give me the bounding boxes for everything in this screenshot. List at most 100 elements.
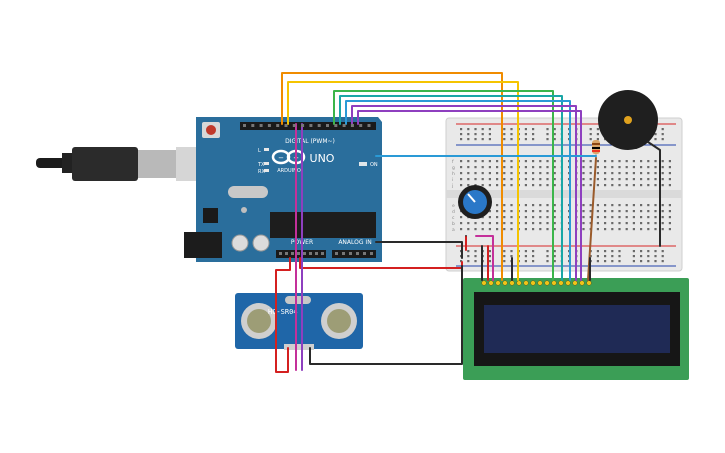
breadboard-hole[interactable] — [488, 166, 491, 169]
breadboard-hole[interactable] — [654, 178, 657, 181]
lcd-pin[interactable] — [481, 280, 487, 286]
breadboard-hole[interactable] — [589, 210, 592, 213]
breadboard-hole[interactable] — [532, 133, 535, 136]
potentiometer[interactable] — [458, 185, 492, 219]
breadboard-hole[interactable] — [654, 255, 657, 258]
digital-pin[interactable] — [367, 124, 371, 127]
breadboard-hole[interactable] — [654, 222, 657, 225]
breadboard-hole[interactable] — [481, 184, 484, 187]
breadboard-hole[interactable] — [661, 222, 664, 225]
breadboard-hole[interactable] — [510, 166, 513, 169]
breadboard-hole[interactable] — [467, 178, 470, 181]
breadboard-hole[interactable] — [661, 260, 664, 263]
breadboard-hole[interactable] — [510, 184, 513, 187]
breadboard-hole[interactable] — [481, 166, 484, 169]
breadboard-hole[interactable] — [625, 216, 628, 219]
breadboard-hole[interactable] — [604, 166, 607, 169]
breadboard-hole[interactable] — [618, 178, 621, 181]
breadboard-hole[interactable] — [668, 204, 671, 207]
breadboard-hole[interactable] — [654, 216, 657, 219]
breadboard-hole[interactable] — [532, 160, 535, 163]
breadboard-hole[interactable] — [596, 255, 599, 258]
breadboard-hole[interactable] — [596, 172, 599, 175]
breadboard-hole[interactable] — [625, 184, 628, 187]
breadboard-hole[interactable] — [467, 133, 470, 136]
power-pin[interactable] — [291, 252, 294, 255]
breadboard-hole[interactable] — [589, 128, 592, 131]
lcd-pin[interactable] — [530, 280, 536, 286]
breadboard-hole[interactable] — [553, 228, 556, 231]
breadboard-hole[interactable] — [589, 184, 592, 187]
breadboard-hole[interactable] — [553, 172, 556, 175]
digital-pin[interactable] — [292, 124, 296, 127]
breadboard-hole[interactable] — [460, 160, 463, 163]
breadboard-hole[interactable] — [668, 160, 671, 163]
breadboard-hole[interactable] — [596, 260, 599, 263]
breadboard-hole[interactable] — [539, 204, 542, 207]
lcd-pin[interactable] — [544, 280, 550, 286]
breadboard-hole[interactable] — [460, 222, 463, 225]
breadboard-hole[interactable] — [524, 178, 527, 181]
breadboard-hole[interactable] — [661, 133, 664, 136]
breadboard-hole[interactable] — [532, 260, 535, 263]
breadboard-hole[interactable] — [582, 178, 585, 181]
breadboard-hole[interactable] — [467, 260, 470, 263]
breadboard-hole[interactable] — [618, 260, 621, 263]
breadboard-hole[interactable] — [596, 166, 599, 169]
breadboard-hole[interactable] — [596, 216, 599, 219]
breadboard-hole[interactable] — [647, 160, 650, 163]
breadboard-hole[interactable] — [589, 160, 592, 163]
breadboard-hole[interactable] — [503, 250, 506, 253]
breadboard-hole[interactable] — [654, 138, 657, 141]
breadboard-hole[interactable] — [553, 216, 556, 219]
breadboard-hole[interactable] — [618, 204, 621, 207]
breadboard-hole[interactable] — [524, 204, 527, 207]
breadboard-hole[interactable] — [496, 172, 499, 175]
breadboard-hole[interactable] — [553, 250, 556, 253]
breadboard-hole[interactable] — [546, 178, 549, 181]
breadboard-hole[interactable] — [546, 222, 549, 225]
breadboard-hole[interactable] — [488, 184, 491, 187]
breadboard-hole[interactable] — [510, 216, 513, 219]
breadboard-hole[interactable] — [647, 250, 650, 253]
breadboard-hole[interactable] — [596, 184, 599, 187]
breadboard-hole[interactable] — [632, 178, 635, 181]
breadboard-hole[interactable] — [546, 204, 549, 207]
breadboard-hole[interactable] — [532, 228, 535, 231]
breadboard-hole[interactable] — [604, 210, 607, 213]
breadboard-hole[interactable] — [481, 128, 484, 131]
breadboard-hole[interactable] — [618, 210, 621, 213]
breadboard-hole[interactable] — [647, 222, 650, 225]
breadboard-hole[interactable] — [510, 204, 513, 207]
breadboard-hole[interactable] — [654, 184, 657, 187]
breadboard-hole[interactable] — [611, 255, 614, 258]
breadboard-hole[interactable] — [661, 250, 664, 253]
breadboard-hole[interactable] — [510, 172, 513, 175]
breadboard-hole[interactable] — [460, 166, 463, 169]
breadboard-hole[interactable] — [503, 138, 506, 141]
lcd-pin[interactable] — [502, 280, 508, 286]
breadboard-hole[interactable] — [647, 260, 650, 263]
digital-pin[interactable] — [317, 124, 321, 127]
breadboard-hole[interactable] — [467, 172, 470, 175]
analog-pin[interactable] — [335, 252, 338, 255]
breadboard-hole[interactable] — [488, 222, 491, 225]
breadboard-hole[interactable] — [496, 204, 499, 207]
breadboard-hole[interactable] — [488, 250, 491, 253]
breadboard-hole[interactable] — [510, 178, 513, 181]
breadboard-hole[interactable] — [611, 216, 614, 219]
breadboard-hole[interactable] — [604, 260, 607, 263]
breadboard-hole[interactable] — [532, 204, 535, 207]
breadboard-hole[interactable] — [488, 228, 491, 231]
breadboard-hole[interactable] — [474, 160, 477, 163]
breadboard-hole[interactable] — [589, 178, 592, 181]
breadboard-hole[interactable] — [632, 210, 635, 213]
breadboard-hole[interactable] — [460, 133, 463, 136]
breadboard-hole[interactable] — [604, 216, 607, 219]
power-pin[interactable] — [321, 252, 324, 255]
breadboard-hole[interactable] — [632, 204, 635, 207]
breadboard-hole[interactable] — [503, 204, 506, 207]
breadboard-hole[interactable] — [647, 228, 650, 231]
breadboard-hole[interactable] — [632, 255, 635, 258]
breadboard-hole[interactable] — [460, 228, 463, 231]
